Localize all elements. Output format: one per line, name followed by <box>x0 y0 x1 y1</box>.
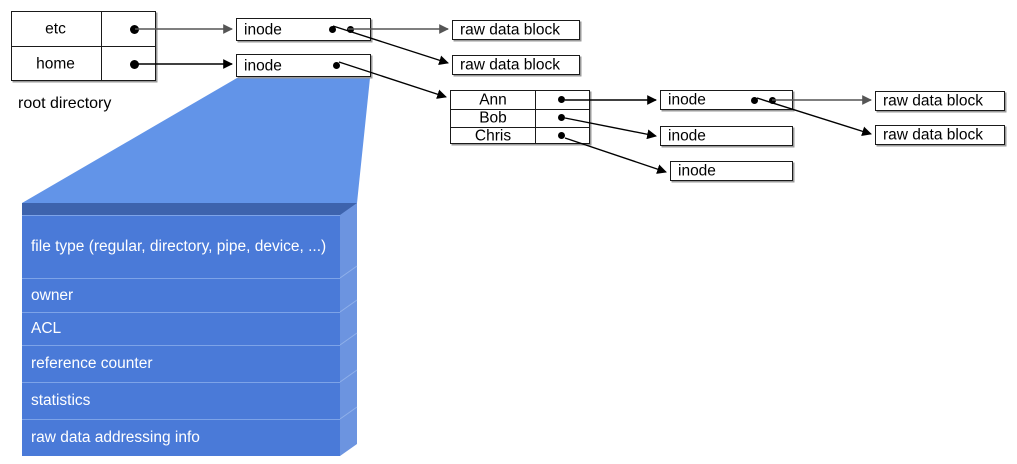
inode-content-row-reference-counter[interactable]: reference counter <box>22 345 340 382</box>
inode-label-ann: inode <box>668 91 706 109</box>
home-entry-pointer-ann[interactable] <box>558 96 565 103</box>
home-directory-row-divider-1 <box>451 109 589 110</box>
inode-content-label: file type (regular, directory, pipe, dev… <box>31 237 327 255</box>
inode-pointer-ann-1[interactable] <box>751 97 758 104</box>
inode-label-chris: inode <box>678 162 716 180</box>
inode-box-etc[interactable]: inode <box>236 18 371 41</box>
raw-data-block-label: raw data block <box>883 126 983 144</box>
inode-pointer-ann-2[interactable] <box>769 97 776 104</box>
raw-data-block-ann-2[interactable]: raw data block <box>875 125 1005 145</box>
inode-content-row-statistics[interactable]: statistics <box>22 382 340 419</box>
inode-content-row-acl[interactable]: ACL <box>22 312 340 345</box>
raw-data-block-ann-1[interactable]: raw data block <box>875 91 1005 111</box>
inode-content-label: ACL <box>31 319 62 337</box>
root-entry-name-etc[interactable]: etc <box>45 20 66 38</box>
root-directory-caption: root directory <box>18 95 112 112</box>
stack-side-seam-1 <box>339 265 358 279</box>
home-directory-table: Ann Bob Chris <box>450 90 590 144</box>
stack-side-seam-2 <box>339 299 358 313</box>
inode-content-label: statistics <box>31 391 91 409</box>
raw-data-block-label: raw data block <box>460 21 560 39</box>
home-entry-pointer-chris[interactable] <box>558 132 565 139</box>
inode-label-bob: inode <box>668 127 706 145</box>
inode-content-label: owner <box>31 286 74 304</box>
stack-side-seam-3 <box>339 332 358 346</box>
home-directory-column-divider <box>535 91 536 143</box>
inode-content-row-raw-data-addressing-info[interactable]: raw data addressing info <box>22 419 340 456</box>
inode-contents-stack: file type (regular, directory, pipe, dev… <box>22 215 340 456</box>
inode-pointer-home-1[interactable] <box>333 62 340 69</box>
stack-side-seam-5 <box>339 406 358 420</box>
root-entry-name-home[interactable]: home <box>36 55 75 73</box>
inode-box-bob[interactable]: inode <box>660 126 793 146</box>
raw-data-block-etc-1[interactable]: raw data block <box>452 20 580 40</box>
inode-content-row-file-type[interactable]: file type (regular, directory, pipe, dev… <box>22 215 340 278</box>
root-directory-row-divider <box>12 46 155 47</box>
inode-label-etc: inode <box>244 20 282 38</box>
inode-content-label: reference counter <box>31 354 153 372</box>
funnel-shadow-edge <box>22 203 357 215</box>
stack-side-face <box>340 203 357 456</box>
raw-data-block-label: raw data block <box>883 92 983 110</box>
root-directory-table: etc home <box>11 11 156 81</box>
inode-content-label: raw data addressing info <box>31 428 200 446</box>
home-entry-name-ann[interactable]: Ann <box>479 91 507 109</box>
root-entry-pointer-etc[interactable] <box>130 25 139 34</box>
home-directory-row-divider-2 <box>451 127 589 128</box>
stack-side-seam-4 <box>339 369 358 383</box>
inode-content-row-owner[interactable]: owner <box>22 278 340 312</box>
raw-data-block-etc-2[interactable]: raw data block <box>452 55 580 75</box>
stack-top-face <box>22 203 357 215</box>
home-entry-name-chris[interactable]: Chris <box>474 127 512 145</box>
home-entry-pointer-bob[interactable] <box>558 114 565 121</box>
inode-box-home[interactable]: inode <box>236 54 371 77</box>
inode-box-ann[interactable]: inode <box>660 90 793 110</box>
root-entry-pointer-home[interactable] <box>130 60 139 69</box>
inode-label-home: inode <box>244 56 282 74</box>
inode-pointer-etc-2[interactable] <box>347 26 354 33</box>
inode-box-chris[interactable]: inode <box>670 161 793 181</box>
home-entry-name-bob[interactable]: Bob <box>479 109 507 127</box>
inode-pointer-etc-1[interactable] <box>329 26 336 33</box>
raw-data-block-label: raw data block <box>460 56 560 74</box>
